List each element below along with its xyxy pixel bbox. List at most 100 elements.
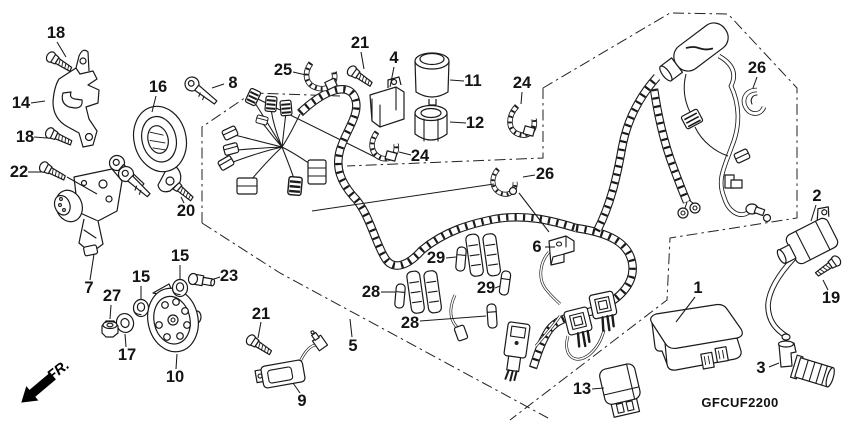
callout-leader-26-mid (311, 183, 495, 212)
callout-6: 6 (532, 238, 541, 256)
callout-leader-3 (768, 362, 780, 368)
callout-leader-11 (449, 79, 465, 82)
part-clamp-24-bottom (369, 130, 400, 162)
part-cup-12 (414, 104, 448, 142)
callout-leader-29-bottom (494, 285, 501, 289)
part-grommet-15-right (171, 278, 189, 298)
part-bolt-23 (187, 272, 216, 287)
callout-leader-17 (124, 333, 127, 348)
callout-1: 1 (693, 279, 702, 297)
callout-leader-18-top (56, 41, 67, 58)
part-clip-26-top (741, 87, 767, 116)
callout-leader-4 (389, 66, 395, 88)
part-tube-29-bottom (498, 269, 512, 297)
part-grommet-15-left (132, 298, 150, 318)
part-screw-21-top (344, 63, 375, 90)
callout-leader-26-top (752, 76, 758, 89)
callout-26-mid: 26 (536, 165, 554, 183)
callout-17: 17 (118, 346, 136, 364)
part-relay-13 (599, 363, 641, 418)
part-key-blank-8 (184, 76, 218, 105)
part-winker-unit-9 (254, 330, 329, 389)
part-keys (108, 154, 151, 198)
callout-leader-21-bottom (257, 321, 262, 339)
part-screw-18-top (43, 49, 75, 75)
callout-leader-1 (675, 296, 696, 323)
callout-leader-19 (822, 279, 829, 291)
callout-20: 20 (177, 202, 195, 220)
callout-14: 14 (12, 94, 31, 112)
callout-leader-27 (109, 304, 112, 320)
callout-leader-10 (175, 353, 178, 370)
callout-5: 5 (348, 337, 357, 355)
callout-7: 7 (84, 279, 93, 297)
callout-29-bottom: 29 (477, 279, 495, 297)
callout-leader-13 (591, 387, 605, 390)
callout-leader-16 (151, 95, 157, 113)
part-tube-29-top (454, 246, 468, 272)
callout-28-bottom: 28 (401, 314, 419, 332)
diagram-code: GFCUF2200 (701, 395, 778, 410)
part-clamp-26-mid (490, 167, 518, 197)
callout-25: 25 (274, 61, 292, 79)
callout-leader-26-mid (522, 174, 536, 178)
part-unit-s-cylinder (659, 22, 729, 82)
part-screw-18-bottom (43, 125, 75, 149)
part-plug-cap-3 (777, 340, 835, 388)
part-horn-10 (147, 283, 202, 353)
part-plate-pair-right (464, 230, 502, 280)
callout-leader-29-top (445, 256, 457, 259)
callout-12: 12 (466, 114, 484, 132)
callout-21-top: 21 (351, 34, 369, 52)
callout-28-top: 28 (362, 283, 380, 301)
fr-direction-arrow: FR. (21, 357, 73, 403)
callout-24-bottom: 24 (411, 147, 430, 165)
phantom-outline (201, 12, 798, 421)
part-ignition-coil-2 (776, 206, 839, 265)
callout-3: 3 (756, 359, 765, 377)
callout-26-top: 26 (748, 59, 766, 77)
part-switch-ring-16 (132, 105, 188, 193)
part-clamp-24-right (507, 104, 538, 138)
callout-8: 8 (228, 74, 237, 92)
callout-18-bottom: 18 (16, 128, 34, 146)
part-nut-27 (101, 320, 119, 338)
part-tube-28-top (393, 283, 407, 309)
callout-leader-20 (180, 196, 185, 204)
callout-24-right: 24 (513, 74, 532, 92)
callout-27: 27 (103, 287, 121, 305)
part-lock-assembly-7 (53, 168, 123, 257)
callout-16: 16 (149, 78, 167, 96)
callout-15-left: 15 (132, 268, 150, 286)
callout-leader-12 (449, 121, 467, 124)
callout-18-top: 18 (47, 24, 65, 42)
part-connector-d (453, 324, 469, 342)
part-coil-ht-lead (768, 258, 794, 341)
part-cdi-unit-1 (650, 303, 743, 371)
part-bracket-6 (548, 235, 575, 266)
part-sub-wire-right (719, 56, 749, 215)
part-plate-pair-left (405, 267, 443, 317)
part-clamp-25 (303, 61, 338, 92)
part-right-branch-small-parts (680, 73, 772, 223)
callout-22: 22 (10, 163, 28, 181)
callout-9: 9 (297, 392, 306, 410)
part-washer-17 (115, 312, 135, 334)
callout-leader-2 (810, 204, 817, 222)
callout-leader-25 (292, 71, 307, 76)
callout-11: 11 (464, 72, 481, 90)
callout-leader-24-right (520, 91, 523, 105)
callout-leader-26-mid (518, 192, 550, 233)
callout-leader-9 (292, 382, 301, 394)
callout-2: 2 (812, 187, 821, 205)
callout-leader-28-bottom (419, 315, 487, 322)
part-ring-terminals (677, 199, 701, 219)
part-connector-c (503, 321, 531, 382)
callout-15-right: 15 (171, 247, 189, 265)
part-harness-connector-bundle (216, 86, 327, 197)
callout-leader-21-top (360, 51, 365, 70)
part-screw-21-bottom (243, 332, 275, 358)
callout-leader-7 (89, 253, 95, 281)
